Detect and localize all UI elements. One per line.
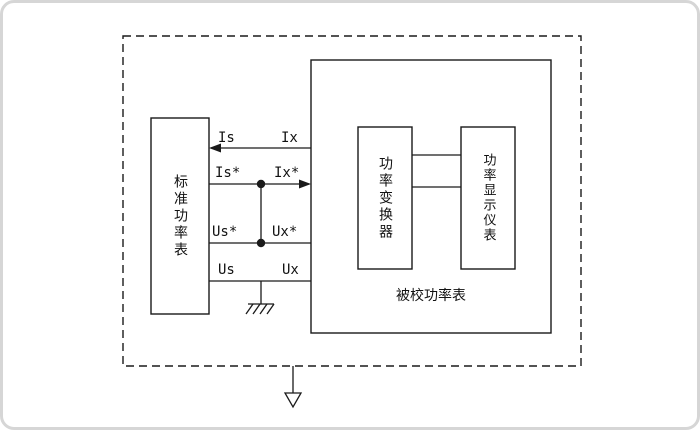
wire-label-us-star: Us* bbox=[212, 224, 238, 240]
power-converter-label: 功率变换器 bbox=[377, 155, 393, 241]
wire-label-is-star: Is* bbox=[215, 165, 241, 181]
arrow-left-icon bbox=[209, 143, 221, 153]
wire-label-ix-star: Ix* bbox=[274, 165, 300, 181]
wiring-layer bbox=[122, 35, 582, 409]
standard-power-meter-label: 标准功率表 bbox=[172, 173, 188, 259]
power-converter-box bbox=[357, 126, 413, 270]
ground-icon bbox=[245, 303, 275, 315]
power-display-label: 功率显示仪表 bbox=[480, 153, 496, 243]
power-display-box bbox=[460, 126, 516, 270]
wire-label-us: Us bbox=[218, 262, 235, 278]
wire-label-ux-star: Ux* bbox=[272, 224, 298, 240]
system-boundary-dashed-box bbox=[122, 35, 582, 367]
arrow-right-icon bbox=[299, 179, 311, 189]
standard-power-meter-box bbox=[150, 117, 210, 315]
wire-label-is: Is bbox=[218, 130, 235, 146]
calibrated-power-meter-label: 被校功率表 bbox=[396, 288, 466, 304]
wire-label-ux: Ux bbox=[282, 262, 299, 278]
wire-label-ix: Ix bbox=[281, 130, 298, 146]
down-arrow-icon bbox=[283, 392, 303, 409]
